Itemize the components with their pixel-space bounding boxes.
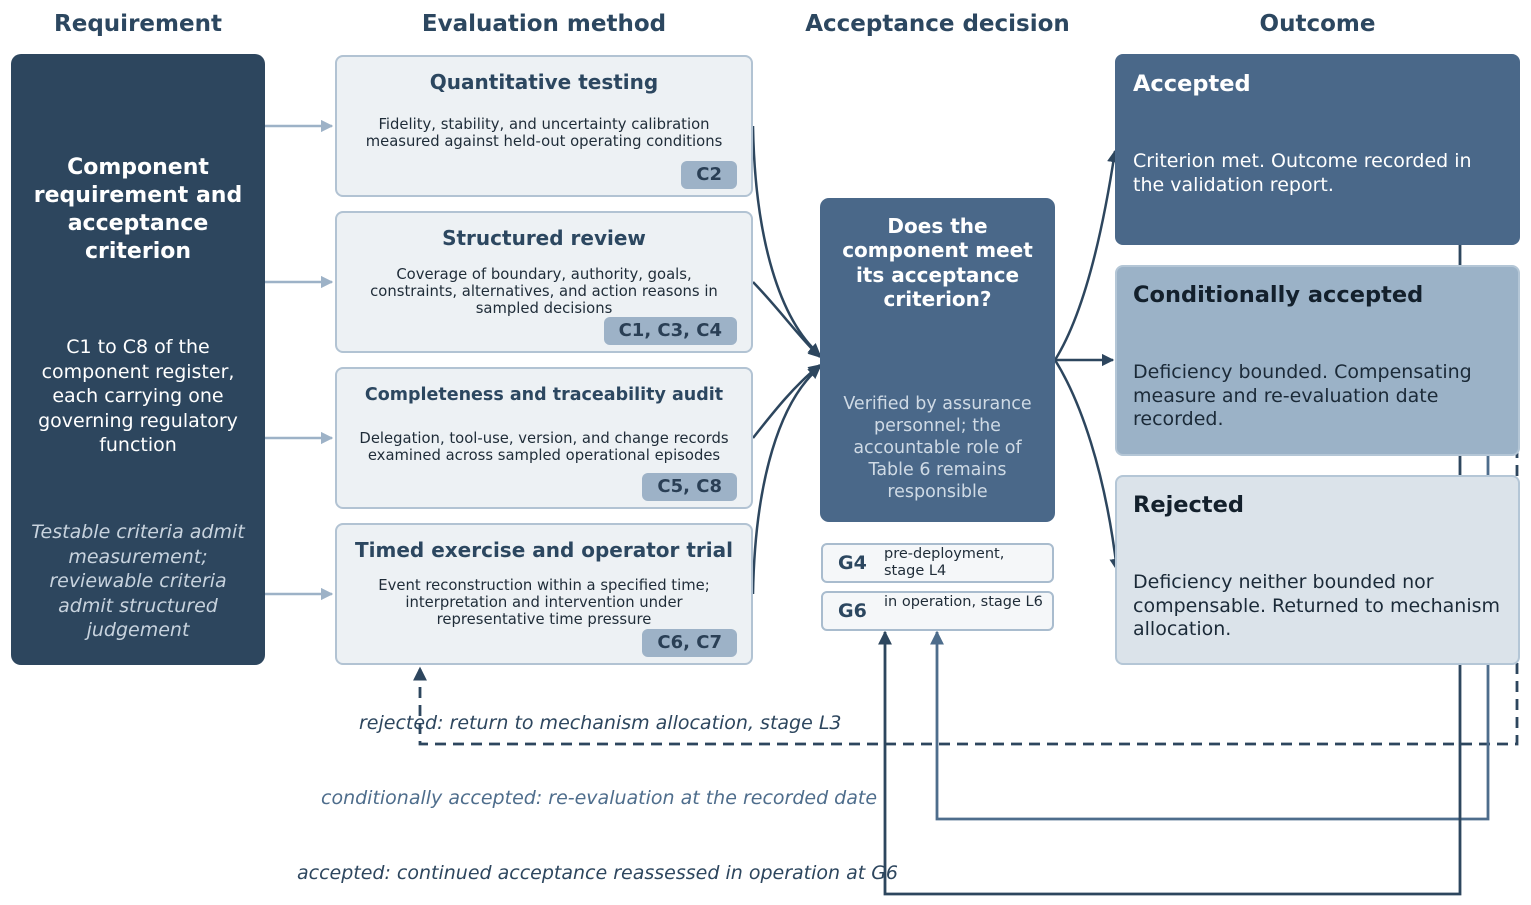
column-header-decision: Acceptance decision (805, 11, 1070, 37)
method-description: Event reconstruction within a specified … (378, 577, 710, 628)
method-description: Coverage of boundary, authority, goals, … (370, 266, 718, 317)
outcome-title: Accepted (1133, 71, 1251, 97)
gate-label: pre-deployment, stage L4 (884, 546, 1005, 579)
method-criteria-badge: C6, C7 (642, 629, 737, 657)
method-title: Quantitative testing (429, 70, 659, 94)
outcome-description: Deficiency neither bounded nor compensab… (1133, 571, 1501, 640)
method-description: Delegation, tool-use, version, and chang… (359, 430, 729, 464)
method-criteria-badge: C2 (681, 161, 737, 189)
loop-label-conditional: conditionally accepted: re-evaluation at… (321, 787, 878, 809)
curve-review-to-decision (752, 281, 821, 358)
method-criteria-badge: C5, C8 (642, 473, 737, 501)
gate-code: G6 (838, 600, 867, 622)
method-to-decision-curves (751, 125, 821, 595)
gate-code: G4 (838, 552, 867, 574)
requirement-title: Component requirement and acceptance cri… (33, 155, 243, 264)
gate-g4: G4 pre-deployment, stage L4 (821, 543, 1054, 583)
requirement-body: C1 to C8 of the component register, each… (38, 336, 238, 456)
method-quantitative-testing: Quantitative testing Fidelity, stability… (335, 55, 753, 197)
decision-to-outcome-curves (1053, 149, 1122, 572)
method-title: Timed exercise and operator trial (355, 538, 733, 562)
method-title: Structured review (442, 226, 646, 250)
requirement-panel: Component requirement and acceptance cri… (11, 54, 265, 665)
method-timed-exercise: Timed exercise and operator trial Event … (335, 523, 753, 665)
gate-label: in operation, stage L6 (884, 594, 1043, 610)
column-header-requirement: Requirement (54, 11, 222, 37)
acceptance-decision-box: Does the component meet its acceptance c… (820, 198, 1055, 522)
outcome-title: Rejected (1133, 492, 1245, 518)
loop-label-rejected: rejected: return to mechanism allocation… (359, 712, 842, 734)
decision-question: Does the component meet its acceptance c… (842, 214, 1033, 312)
outcome-accepted: Accepted Criterion met. Outcome recorded… (1115, 54, 1520, 245)
outcome-rejected: Rejected Deficiency neither bounded nor … (1115, 475, 1520, 665)
curve-trial-to-decision (751, 366, 821, 595)
outcome-description: Deficiency bounded. Compensating measure… (1133, 361, 1472, 430)
method-traceability-audit: Completeness and traceability audit Dele… (335, 367, 753, 509)
curve-decision-to-accepted (1053, 149, 1120, 361)
outcome-title: Conditionally accepted (1133, 282, 1424, 308)
curve-quantitative-to-decision (751, 125, 821, 356)
requirement-to-method-arrows (265, 119, 334, 601)
method-description: Fidelity, stability, and uncertainty cal… (365, 116, 723, 150)
requirement-note: Testable criteria admit measurement; rev… (31, 521, 245, 641)
loop-label-accepted: accepted: continued acceptance reassesse… (297, 862, 899, 884)
column-header-evaluation: Evaluation method (421, 11, 667, 37)
outcome-conditionally-accepted: Conditionally accepted Deficiency bounde… (1115, 265, 1520, 456)
method-title: Completeness and traceability audit (364, 385, 724, 405)
method-structured-review: Structured review Coverage of boundary, … (335, 211, 753, 353)
column-header-outcome: Outcome (1259, 11, 1376, 37)
method-criteria-badge: C1, C3, C4 (603, 317, 737, 345)
curve-decision-to-rejected (1053, 359, 1122, 572)
decision-note: Verified by assurance personnel; the acc… (843, 394, 1032, 502)
outcome-description: Criterion met. Outcome recorded in the v… (1133, 150, 1472, 196)
gate-g6: G6 in operation, stage L6 (821, 591, 1054, 631)
